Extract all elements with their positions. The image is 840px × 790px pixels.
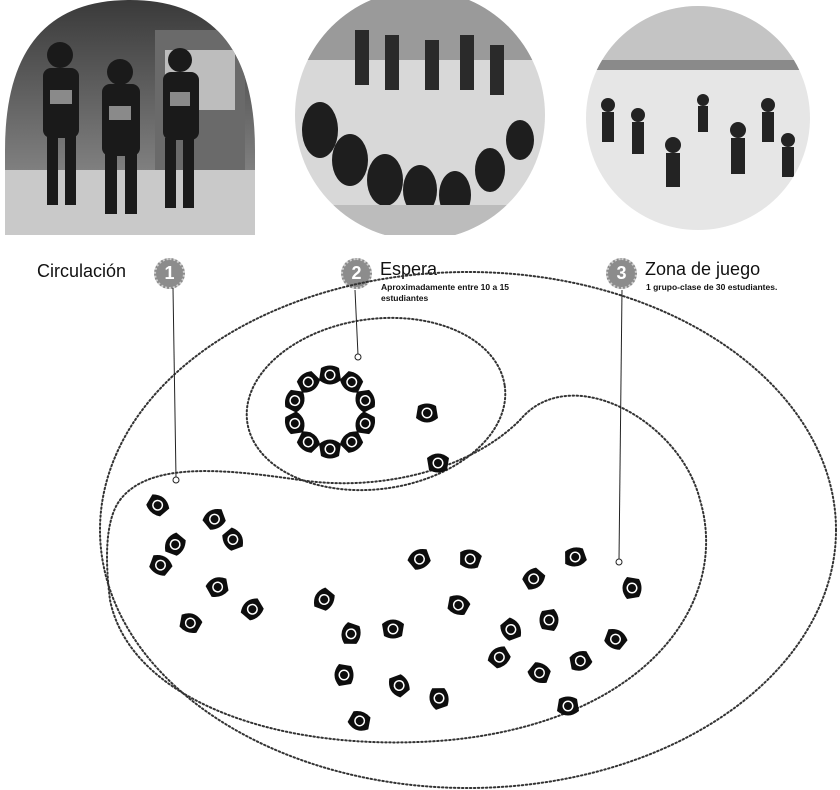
play-student-figure: [447, 595, 471, 615]
play-student-figure: [527, 662, 551, 684]
zone-3-subtitle: 1 grupo-clase de 30 estudiantes.: [646, 282, 778, 292]
play-student-figure: [347, 711, 371, 731]
waiting-student-figure: [339, 371, 364, 393]
play-student-figure: [313, 587, 335, 611]
play-student-figure: [539, 609, 559, 631]
waiting-student-figure: [416, 403, 438, 423]
waiting-student-figure: [355, 389, 376, 413]
waiting-student-figure: [319, 439, 341, 459]
zone-3-number-badge: 3: [606, 258, 637, 289]
play-zone-boundary: [106, 394, 708, 744]
play-student-figure: [487, 646, 511, 669]
outer-boundary: [99, 271, 837, 789]
play-student-figure: [341, 622, 361, 644]
photo-play: [578, 0, 818, 235]
play-student-figure: [429, 688, 449, 710]
play-student-figure: [557, 696, 579, 716]
zone-1-title: Circulación: [37, 261, 127, 281]
play-student-figure: [622, 577, 642, 599]
play-student-figure: [565, 547, 587, 567]
play-student-figure: [500, 617, 522, 641]
play-student-figure: [604, 628, 628, 650]
play-student-figure: [569, 651, 593, 671]
waiting-student-figure: [284, 389, 305, 413]
zone-3-title: Zona de juego: [645, 259, 761, 279]
zone-2-number-badge: 2: [341, 258, 372, 289]
zone-2-subtitle: Aproximadamente entre 10 a 15 estudiante…: [381, 282, 510, 303]
circulation-student-figure: [149, 554, 173, 576]
play-student-figure: [334, 664, 354, 686]
circulation-student-figure: [222, 527, 244, 551]
circulation-student-figure: [202, 508, 226, 530]
zone-1-number-badge: 1: [154, 258, 185, 289]
waiting-student-figure: [284, 411, 305, 435]
play-student-figure: [382, 619, 404, 639]
play-student-figure: [388, 674, 410, 698]
waiting-student-figure: [339, 431, 364, 453]
waiting-student-figure: [355, 411, 376, 435]
waiting-student-figure: [427, 453, 449, 473]
waiting-student-figure: [296, 371, 321, 393]
circulation-student-figure: [205, 577, 229, 597]
waiting-student-figure: [296, 431, 321, 453]
circulation-student-figure: [164, 532, 186, 556]
play-student-figure: [460, 549, 482, 569]
circulation-student-figure: [179, 613, 203, 633]
circulation-student-figure: [146, 494, 170, 517]
circulation-student-figure: [240, 598, 264, 621]
photo-circulation: [5, 0, 255, 235]
waiting-student-figure: [319, 365, 341, 385]
waiting-zone-boundary: [245, 316, 507, 492]
play-student-figure: [407, 548, 431, 570]
photo-waiting: [295, 0, 545, 235]
play-student-figure: [522, 567, 546, 590]
